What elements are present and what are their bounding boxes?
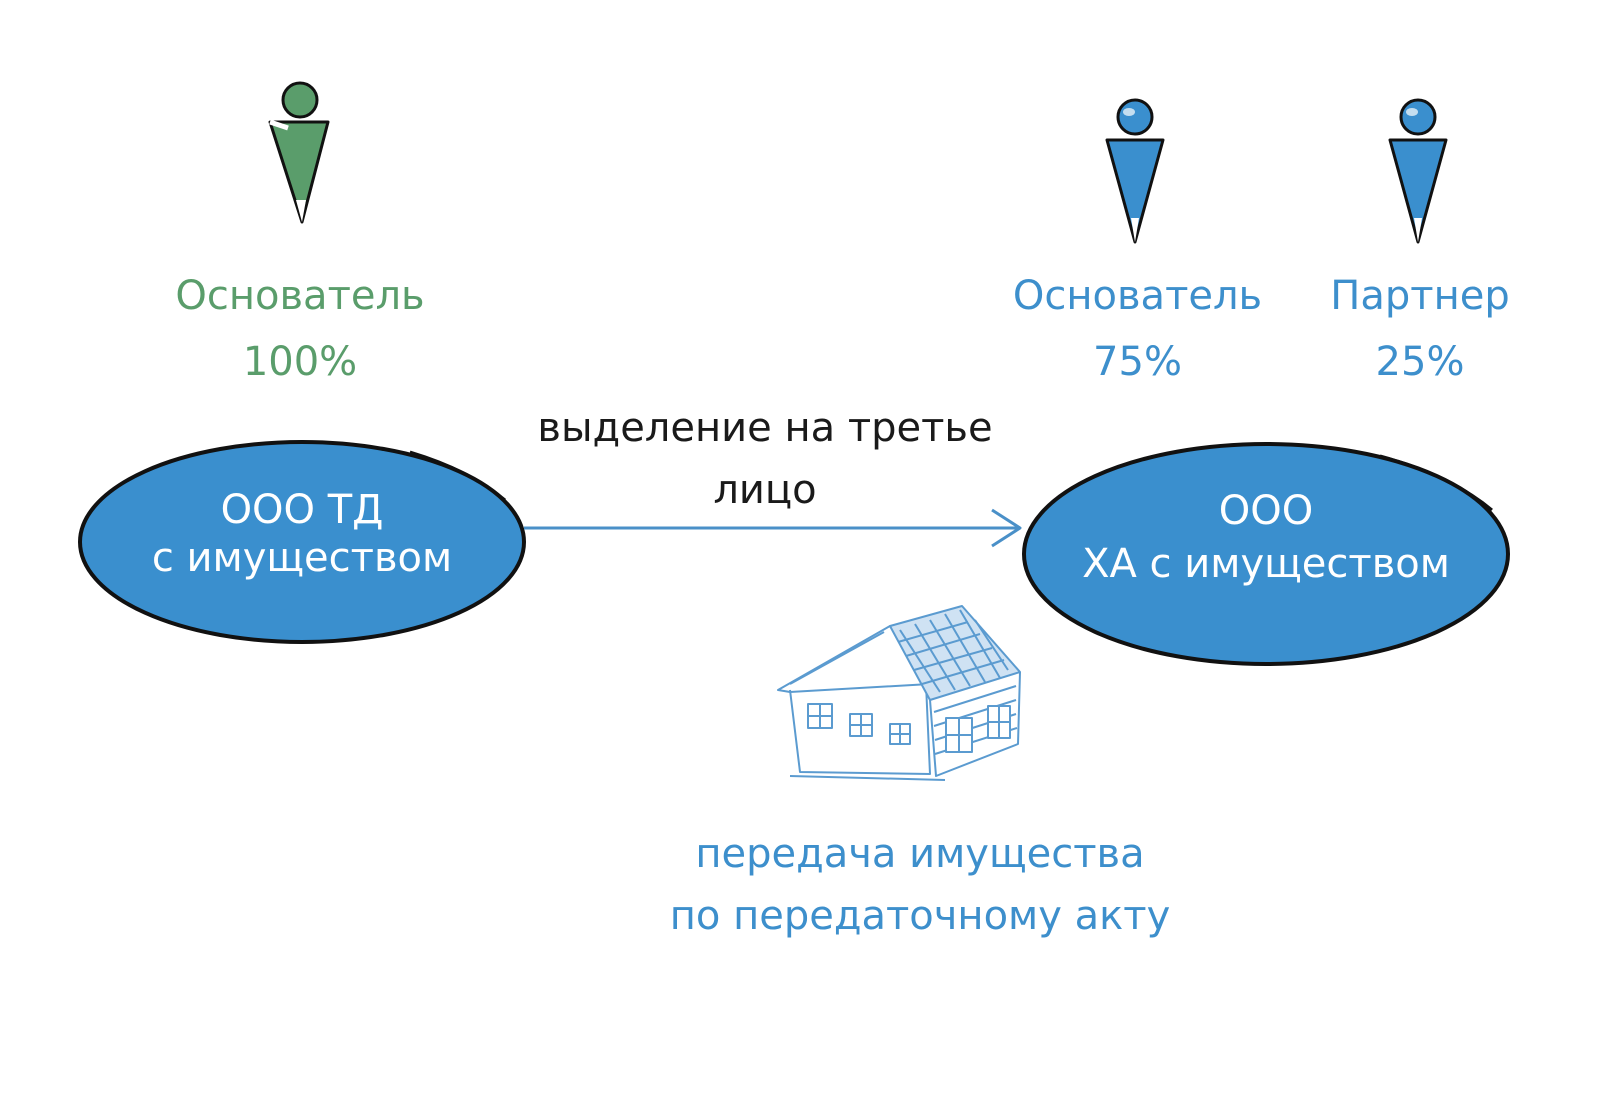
- company-right-name: ООО: [1218, 488, 1314, 534]
- founder-left-share: 100%: [242, 339, 358, 385]
- arrow-label-line1: выделение на третье: [537, 405, 993, 451]
- company-right-assets: ХА с имуществом: [1082, 541, 1450, 587]
- person-icon: [1105, 98, 1165, 244]
- transfer-caption-line2: по передаточному акту: [669, 893, 1171, 939]
- house-icon: [777, 605, 1021, 781]
- person-icon: [268, 81, 330, 224]
- founder-right-role: Основатель: [1012, 273, 1263, 319]
- transfer-arrow: [524, 508, 1022, 548]
- company-left-ellipse: [78, 440, 526, 644]
- company-left-name: ООО ТД: [220, 487, 384, 533]
- partner-share: 25%: [1375, 339, 1465, 385]
- company-left-assets: с имуществом: [151, 535, 453, 581]
- arrow-label-line2: лицо: [713, 467, 817, 513]
- founder-left-role: Основатель: [175, 273, 425, 319]
- company-right-ellipse: [1022, 442, 1510, 666]
- transfer-caption-line1: передача имущества: [695, 831, 1145, 877]
- founder-right-share: 75%: [1093, 339, 1182, 385]
- partner-role: Партнер: [1330, 273, 1510, 319]
- person-icon: [1388, 98, 1448, 244]
